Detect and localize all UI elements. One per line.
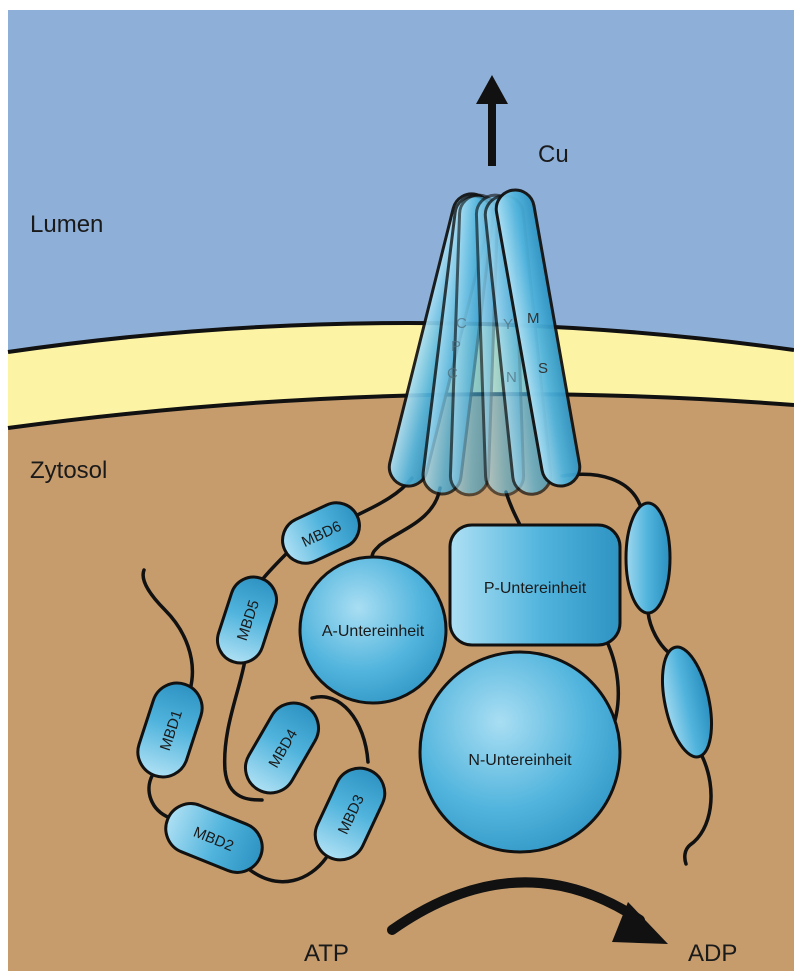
atp-label: ATP bbox=[304, 940, 349, 967]
tm-letter-s: S bbox=[538, 360, 548, 377]
cytosol-label: Zytosol bbox=[30, 457, 107, 484]
cterm-helix-1 bbox=[626, 503, 670, 613]
tm-letter-m: M bbox=[527, 310, 540, 327]
tm-letter-p: P bbox=[451, 338, 461, 355]
tm-letter-n: N bbox=[506, 369, 517, 386]
adp-label: ADP bbox=[688, 940, 737, 967]
tm-letter-c1: C bbox=[456, 315, 467, 332]
p-subunit-label: P-Untereinheit bbox=[484, 580, 587, 597]
cu-label: Cu bbox=[538, 141, 569, 168]
lumen-label: Lumen bbox=[30, 211, 103, 238]
tm-letter-c2: C bbox=[447, 365, 458, 382]
n-subunit-label: N-Untereinheit bbox=[468, 752, 572, 769]
a-subunit-label: A-Untereinheit bbox=[322, 623, 425, 640]
lumen-region bbox=[8, 10, 794, 360]
tm-letter-y: Y bbox=[503, 316, 513, 333]
